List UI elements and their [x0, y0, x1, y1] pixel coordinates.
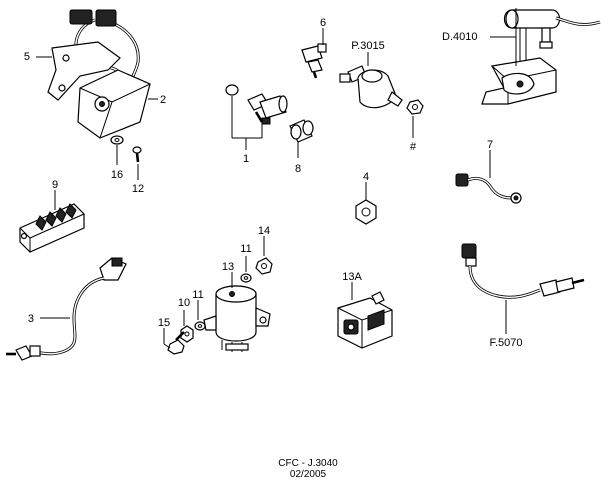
part-8-adapter [289, 119, 314, 143]
label-f5070: F.5070 [489, 337, 522, 349]
part-12-screw [132, 146, 142, 163]
part-hash-nut [406, 99, 424, 115]
label-13: 13 [222, 261, 234, 273]
diagram-date: 02/2005 [290, 469, 327, 480]
label-10: 10 [178, 297, 190, 309]
label-15: 15 [158, 317, 170, 329]
label-8: 8 [295, 163, 301, 175]
label-11-lower: 11 [192, 289, 203, 301]
label-16: 16 [111, 169, 123, 181]
part-f5070-sensor-cable [461, 243, 585, 299]
label-5: 5 [24, 51, 30, 63]
part-10-nut [180, 325, 194, 343]
part-15-bolt [167, 331, 185, 355]
part-d4010-vacuum-unit [481, 9, 601, 105]
part-16-washer [110, 135, 124, 145]
label-11-upper: 11 [240, 243, 251, 255]
part-11-washer-lower [194, 321, 206, 331]
label-hash: # [410, 141, 417, 153]
label-3: 3 [28, 313, 34, 325]
part-13-pump-unit [203, 285, 271, 352]
part-p3015-valve [339, 65, 403, 109]
label-14: 14 [258, 225, 270, 237]
part-2-module-with-harness [47, 9, 151, 139]
part-9-terminal-block [19, 203, 85, 253]
label-1: 1 [243, 153, 249, 165]
diagram-code: CFC - J.3040 [278, 458, 338, 469]
label-4: 4 [363, 171, 369, 183]
part-6-sensor [301, 43, 327, 79]
part-11-washer-upper [240, 273, 252, 283]
part-1-valve-assembly [225, 84, 288, 125]
label-13a: 13A [342, 271, 362, 283]
label-2: 2 [160, 94, 166, 106]
label-d4010: D.4010 [442, 31, 477, 43]
label-9: 9 [52, 179, 58, 191]
label-12: 12 [132, 183, 144, 195]
part-4-nut [355, 199, 377, 225]
part-3-sensor-lead [6, 257, 127, 361]
part-14-nut [255, 257, 273, 275]
label-p3015: P.3015 [351, 40, 384, 52]
part-7-sensor-lead [455, 173, 522, 204]
label-7: 7 [487, 139, 493, 151]
part-13a-connector-block [337, 291, 393, 349]
label-6: 6 [320, 17, 326, 29]
